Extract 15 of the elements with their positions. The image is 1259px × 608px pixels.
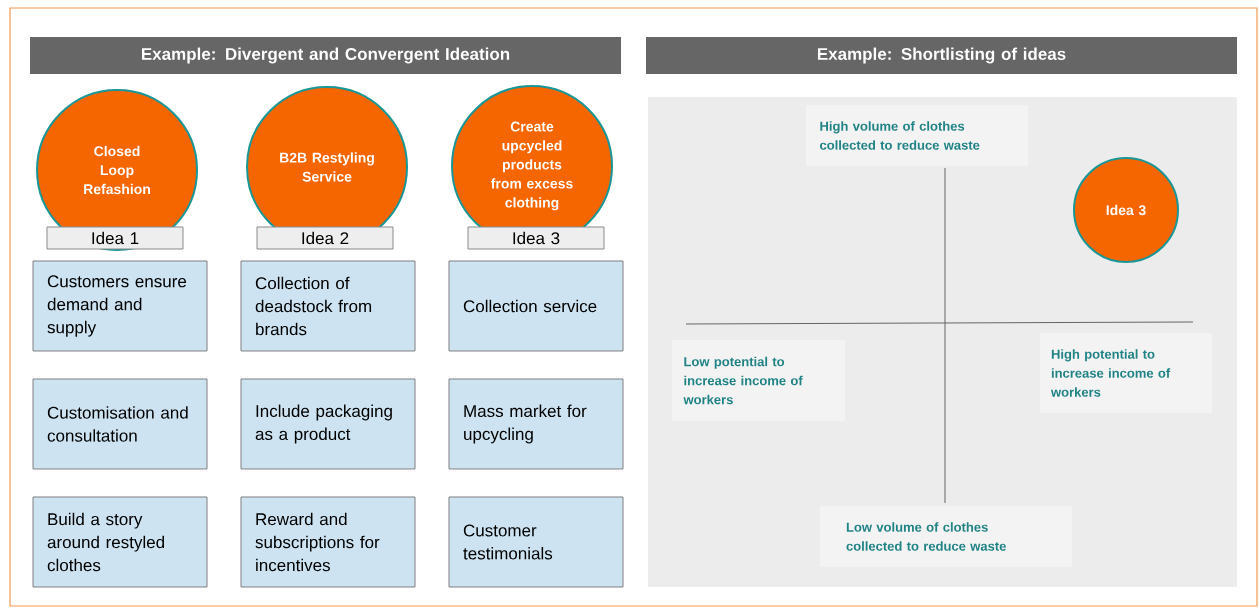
axis-label-box: High potential to increase income of workers	[1040, 333, 1212, 413]
idea-box: Collection of deadstock from brands	[240, 260, 416, 352]
idea-box: Customisation and consultation	[32, 378, 208, 470]
header-bar: Example: Shortlisting of ideas	[646, 37, 1237, 74]
axis-label-box: Low potential to increase income of workers	[672, 340, 845, 421]
idea-box: Build a story around restyled clothes	[32, 496, 208, 588]
idea-box: Include packaging as a product	[240, 378, 416, 470]
axis-label-box: High volume of clothes collected to reduce waste	[806, 105, 1028, 166]
idea-box: Customers ensure demand and supply	[32, 260, 208, 352]
idea-box: Mass market for upcycling	[448, 378, 624, 470]
idea-box: Reward and subscriptions for incentives	[240, 496, 416, 588]
idea-box: Collection service	[448, 260, 624, 352]
axis-label-box: Low volume of clothes collected to reduce waste	[820, 506, 1072, 567]
idea-box: Customer testimonials	[448, 496, 624, 588]
header-bar: Example: Divergent and Convergent Ideation	[30, 37, 621, 74]
